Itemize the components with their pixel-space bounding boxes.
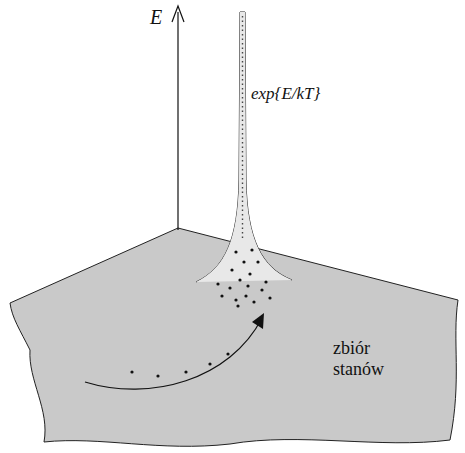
state-dot	[184, 370, 187, 373]
state-dot	[252, 300, 255, 303]
state-dot	[156, 374, 159, 377]
state-dot	[248, 272, 251, 275]
sheet-label: zbiór stanów	[333, 338, 405, 379]
state-dot	[230, 268, 233, 271]
state-dot	[208, 362, 211, 365]
state-dot	[228, 286, 231, 289]
state-dot	[234, 250, 237, 253]
axis-arrowhead	[172, 6, 184, 22]
state-dot	[260, 288, 263, 291]
state-dot	[220, 294, 223, 297]
state-dot	[242, 260, 245, 263]
axis-label: E	[148, 6, 164, 29]
state-dot	[226, 352, 229, 355]
state-dot	[216, 282, 219, 285]
state-dot	[236, 304, 239, 307]
state-dot	[244, 294, 247, 297]
probability-spike	[196, 12, 292, 282]
state-dot	[130, 370, 133, 373]
walk-arrowhead	[252, 313, 264, 329]
spike-dots	[242, 16, 243, 240]
state-dot	[238, 278, 241, 281]
spike-fill	[196, 12, 292, 282]
state-dot	[268, 296, 271, 299]
state-dot	[246, 284, 249, 287]
state-dot	[264, 280, 267, 283]
walk-arrow	[85, 318, 262, 389]
state-dot	[250, 248, 253, 251]
state-dot	[234, 298, 237, 301]
formula-label: exp{E/kT}	[249, 84, 322, 104]
state-dot	[256, 260, 259, 263]
energy-axis	[177, 12, 178, 230]
